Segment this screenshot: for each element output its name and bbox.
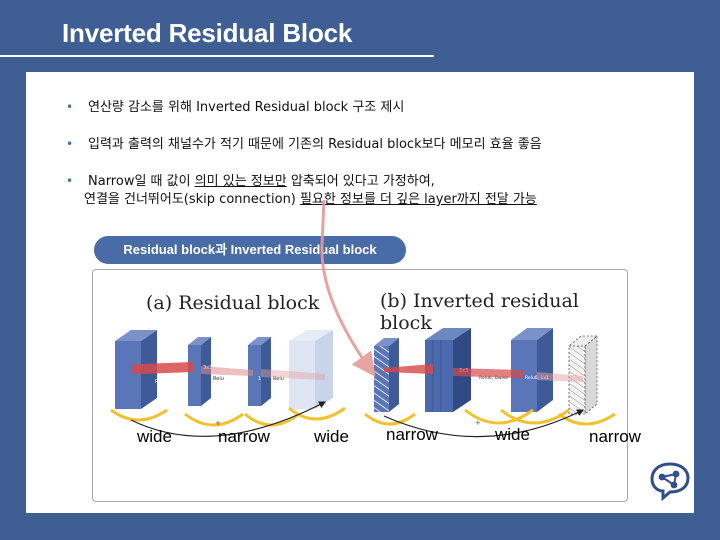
label-b-wide: wide: [495, 425, 530, 444]
bullet-text-underlined: 의미 있는 정보만: [194, 174, 287, 189]
bullet-list: • 연산량 감소를 위해 Inverted Residual block 구조 …: [66, 99, 666, 228]
label-a-wide-2: wide: [314, 427, 349, 446]
content-panel: • 연산량 감소를 위해 Inverted Residual block 구조 …: [26, 72, 694, 513]
brain-logo-icon: [650, 462, 690, 502]
architecture-figure: (a) Residual block (b) Inverted residual…: [92, 269, 641, 502]
bullet-text-line2a: 연결을 건너뛰어도(skip connection): [84, 192, 301, 207]
label-a-narrow: narrow: [218, 427, 270, 446]
bullet-dot: •: [66, 100, 74, 114]
bullet-dot: •: [66, 174, 74, 188]
bullet-item-1: • 연산량 감소를 위해 Inverted Residual block 구조 …: [66, 99, 666, 116]
bullet-dot: •: [66, 137, 74, 151]
svg-text:Relu: Relu: [273, 376, 284, 382]
label-a-wide-1: wide: [137, 427, 172, 446]
label-b-narrow-1: narrow: [386, 425, 438, 444]
caption-inverted: (b) Inverted residual block: [380, 290, 579, 334]
bullet-text: 입력과 출력의 채널수가 적기 때문에 기존의 Residual block보다…: [88, 137, 542, 152]
residual-block-diagram: Relu 3x3 Relu 1 Relu: [110, 330, 346, 437]
plus-sign-a: +: [215, 419, 221, 427]
bullet-item-3: • Narrow일 때 값이 의미 있는 정보만 압축되어 있다고 가정하여, …: [66, 173, 666, 208]
svg-text:Relu6, Dwise: Relu6, Dwise: [479, 375, 508, 381]
title-underline: [0, 55, 434, 57]
caption-residual: (a) Residual block: [146, 292, 320, 314]
section-pill: Residual block과 Inverted Residual block: [94, 236, 406, 264]
inverted-residual-diagram: 3x3 Relu6, Dwise Relu6, 1x1: [364, 328, 616, 438]
layer-text: Relu: [155, 379, 166, 385]
label-b-narrow-2: narrow: [589, 427, 641, 446]
svg-text:1: 1: [258, 376, 261, 382]
svg-text:Relu: Relu: [213, 376, 224, 382]
slide-title: Inverted Residual Block: [62, 18, 353, 48]
bullet-item-2: • 입력과 출력의 채널수가 적기 때문에 기존의 Residual block…: [66, 136, 666, 153]
bullet-text-underlined-2: 필요한 정보를 더 깊은 layer까지 전달 가능: [300, 192, 537, 207]
bullet-text-line1b: 압축되어 있다고 가정하여,: [286, 174, 435, 189]
bullet-text-line2: 연결을 건너뛰어도(skip connection) 필요한 정보를 더 깊은 …: [84, 191, 666, 208]
bullet-text-line1a: Narrow일 때 값이: [88, 174, 195, 189]
bullet-text: 연산량 감소를 위해 Inverted Residual block 구조 제시: [88, 100, 405, 115]
plus-sign-b: +: [475, 419, 481, 427]
block-diagram: Relu 3x3 Relu 1 Relu: [110, 328, 616, 438]
